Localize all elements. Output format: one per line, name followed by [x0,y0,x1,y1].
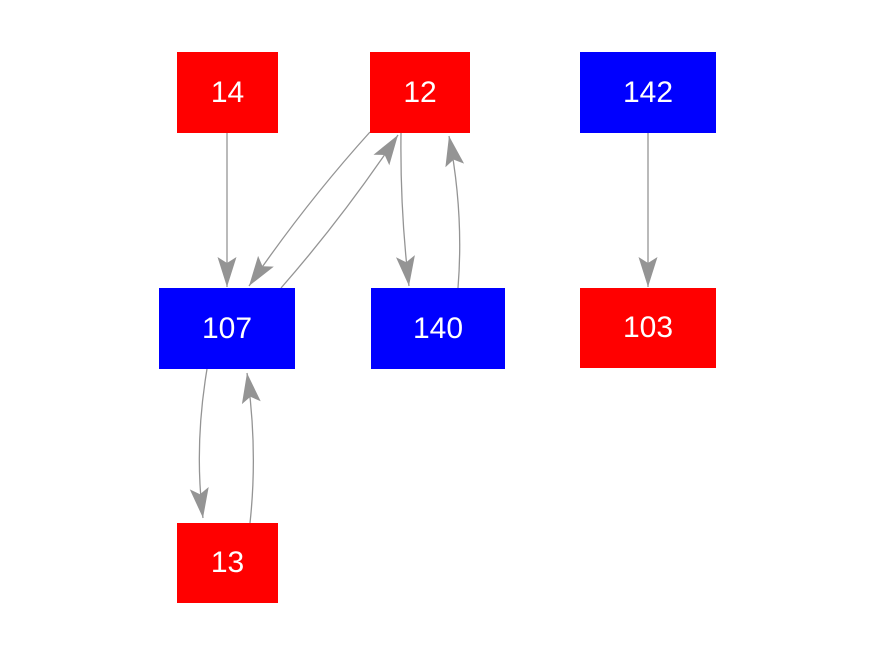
node-107[interactable]: 107 [159,288,295,369]
node-label: 140 [412,311,464,345]
arrowhead-12-140 [396,255,415,286]
node-label: 142 [622,75,674,109]
node-label: 12 [403,75,437,109]
edge-12-107 [248,131,371,287]
node-14[interactable]: 14 [177,52,278,133]
node-142[interactable]: 142 [580,52,716,133]
arrowhead-107-13 [189,487,209,518]
arrowhead-140-12 [445,136,465,168]
arrowhead-142-103 [638,257,658,287]
arrowhead-14-107 [217,257,237,287]
node-label: 14 [210,75,245,109]
arrowhead-107-12 [373,135,398,166]
node-13[interactable]: 13 [177,523,278,603]
node-label: 13 [210,546,245,579]
node-label: 107 [201,311,253,345]
node-label: 103 [622,311,674,344]
node-12[interactable]: 12 [370,52,470,133]
node-103[interactable]: 103 [580,288,716,368]
arrowhead-13-107 [241,373,261,405]
arrowhead-12-107 [249,255,274,286]
node-140[interactable]: 140 [371,288,505,369]
